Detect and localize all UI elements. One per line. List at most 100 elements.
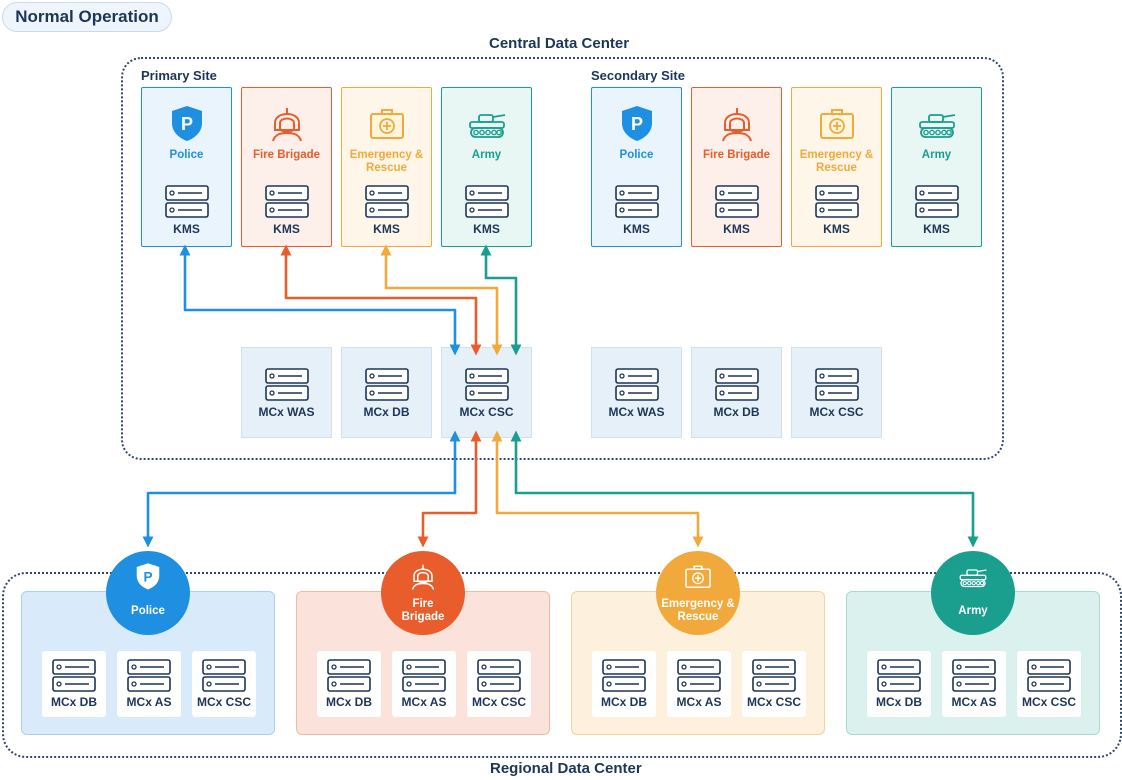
tank-icon bbox=[958, 561, 988, 591]
regional-data-center-title: Regional Data Center bbox=[486, 760, 646, 777]
regional-server-2: MCx CSC bbox=[1017, 651, 1081, 717]
server-icon bbox=[715, 185, 759, 218]
kms-server bbox=[615, 185, 659, 224]
server-unit bbox=[402, 659, 446, 698]
server-icon bbox=[915, 185, 959, 218]
server-icon bbox=[602, 659, 646, 692]
kms-label: KMS bbox=[473, 222, 500, 236]
central-data-center-title: Central Data Center bbox=[489, 35, 630, 52]
mcx-server-secondary-2: MCx CSC bbox=[791, 347, 882, 438]
regional-server-2: MCx CSC bbox=[742, 651, 806, 717]
regional-data-center-box bbox=[2, 572, 1122, 758]
medical-kit-icon bbox=[683, 561, 713, 591]
police-shield-icon: P bbox=[133, 561, 163, 591]
kms-card-agency-label: Army bbox=[471, 149, 502, 161]
regional-server-1: MCx AS bbox=[117, 651, 181, 717]
firefighter-icon bbox=[717, 103, 757, 143]
police-shield-icon: P bbox=[617, 103, 657, 143]
kms-card-agency-label: Police bbox=[619, 149, 654, 161]
server-unit bbox=[52, 659, 96, 698]
server-icon bbox=[615, 368, 659, 401]
server-unit bbox=[715, 368, 759, 407]
mcx-server-label: MCx CSC bbox=[809, 405, 864, 419]
regional-server-label: MCx DB bbox=[875, 695, 922, 709]
server-icon bbox=[952, 659, 996, 692]
mcx-server-primary-0: MCx WAS bbox=[241, 347, 332, 438]
server-icon bbox=[715, 368, 759, 401]
server-icon bbox=[327, 659, 371, 692]
server-icon bbox=[877, 659, 921, 692]
server-unit bbox=[477, 659, 521, 698]
regional-server-1: MCx AS bbox=[667, 651, 731, 717]
kms-card-agency-label: Police bbox=[169, 149, 204, 161]
server-icon bbox=[615, 185, 659, 218]
regional-server-label: MCx AS bbox=[951, 695, 997, 709]
server-icon bbox=[365, 368, 409, 401]
server-icon bbox=[127, 659, 171, 692]
mcx-server-primary-1: MCx DB bbox=[341, 347, 432, 438]
server-icon bbox=[465, 185, 509, 218]
regional-agency-label: Army bbox=[958, 605, 988, 617]
regional-panel-2: MCx DB MCx AS MCx CSC bbox=[571, 591, 825, 735]
server-unit bbox=[265, 368, 309, 407]
medical-kit-icon bbox=[367, 103, 407, 143]
mcx-server-secondary-1: MCx DB bbox=[691, 347, 782, 438]
server-unit bbox=[127, 659, 171, 698]
regional-server-label: MCx AS bbox=[401, 695, 447, 709]
regional-server-label: MCx AS bbox=[676, 695, 722, 709]
kms-label: KMS bbox=[823, 222, 850, 236]
server-unit bbox=[877, 659, 921, 698]
server-icon bbox=[1027, 659, 1071, 692]
arrow-police-csc-region bbox=[142, 430, 461, 548]
server-unit bbox=[365, 368, 409, 407]
kms-label: KMS bbox=[923, 222, 950, 236]
regional-agency-badge-0: P Police bbox=[106, 551, 190, 635]
server-unit bbox=[952, 659, 996, 698]
kms-label: KMS bbox=[723, 222, 750, 236]
server-icon bbox=[402, 659, 446, 692]
regional-server-label: MCx CSC bbox=[196, 695, 251, 709]
regional-server-label: MCx DB bbox=[600, 695, 647, 709]
mcx-server-label: MCx CSC bbox=[459, 405, 514, 419]
kms-server bbox=[715, 185, 759, 224]
regional-server-2: MCx CSC bbox=[467, 651, 531, 717]
kms-card-agency-label: Fire Brigade bbox=[702, 149, 771, 161]
server-unit bbox=[677, 659, 721, 698]
server-icon bbox=[815, 368, 859, 401]
medical-kit-icon bbox=[817, 103, 857, 143]
mcx-server-label: MCx WAS bbox=[608, 405, 665, 419]
kms-card-agency-label: Army bbox=[921, 149, 952, 161]
arrow-police-kms-csc bbox=[179, 244, 461, 356]
regional-server-1: MCx AS bbox=[392, 651, 456, 717]
kms-label: KMS bbox=[623, 222, 650, 236]
arrow-emergency-csc-region bbox=[491, 430, 704, 548]
arrow-army-kms-csc bbox=[480, 244, 522, 356]
mcx-server-label: MCx DB bbox=[713, 405, 760, 419]
server-icon bbox=[365, 185, 409, 218]
regional-server-0: MCx DB bbox=[867, 651, 931, 717]
server-icon bbox=[265, 368, 309, 401]
regional-agency-label: Emergency &Rescue bbox=[661, 598, 735, 623]
tank-icon bbox=[467, 103, 507, 143]
regional-server-label: MCx CSC bbox=[1021, 695, 1076, 709]
server-icon bbox=[165, 185, 209, 218]
police-shield-icon: P bbox=[167, 103, 207, 143]
regional-server-label: MCx CSC bbox=[471, 695, 526, 709]
firefighter-icon bbox=[408, 561, 438, 591]
arrow-fire-kms-csc bbox=[280, 244, 482, 356]
regional-agency-label: Police bbox=[131, 605, 165, 617]
mcx-server-label: MCx WAS bbox=[258, 405, 315, 419]
kms-label: KMS bbox=[173, 222, 200, 236]
svg-text:P: P bbox=[181, 114, 193, 134]
kms-server bbox=[165, 185, 209, 224]
primary-site-title: Primary Site bbox=[141, 68, 217, 83]
kms-card-agency-label: Emergency &Rescue bbox=[799, 149, 874, 174]
server-unit bbox=[202, 659, 246, 698]
